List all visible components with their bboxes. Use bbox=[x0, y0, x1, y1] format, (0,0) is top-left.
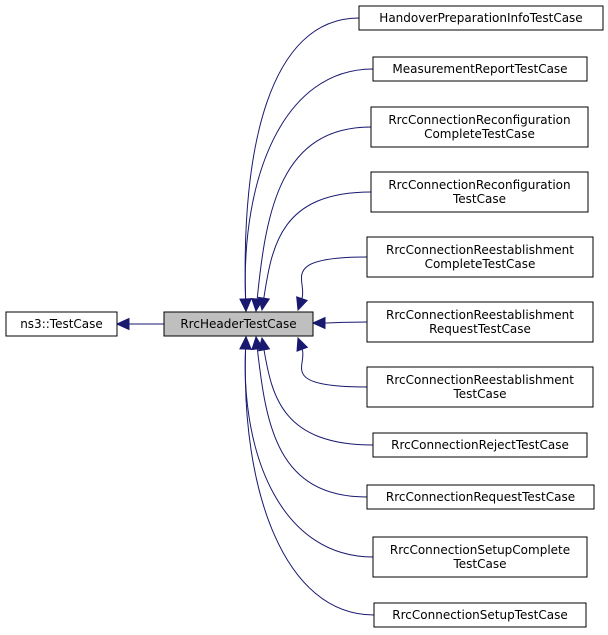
node-label-line: CompleteTestCase bbox=[425, 257, 536, 271]
node-label-line: RrcConnectionReconfiguration bbox=[388, 113, 570, 127]
edge-child-4 bbox=[300, 256, 368, 299]
node-child-10[interactable]: RrcConnectionSetupTestCase bbox=[373, 602, 587, 628]
node-box bbox=[373, 602, 587, 628]
node-label-line: TestCase bbox=[452, 192, 506, 206]
edge-child-10 bbox=[244, 348, 375, 616]
node-label-line: RrcConnectionRejectTestCase bbox=[391, 438, 569, 452]
edge-child-8 bbox=[256, 348, 368, 498]
node-label-line: RrcConnectionSetupTestCase bbox=[392, 608, 567, 622]
node-box bbox=[366, 301, 594, 343]
node-child-2[interactable]: RrcConnectionReconfigurationCompleteTest… bbox=[370, 106, 589, 148]
node-child-5[interactable]: RrcConnectionReestablishmentRequestTestC… bbox=[366, 301, 594, 343]
edge-child-5 bbox=[324, 321, 368, 324]
arrow-head-1 bbox=[239, 298, 252, 313]
edges bbox=[115, 17, 375, 616]
arrow-head-base bbox=[115, 317, 130, 331]
node-child-8[interactable]: RrcConnectionRequestTestCase bbox=[366, 484, 595, 510]
arrow-head-5 bbox=[311, 316, 326, 330]
arrow-head-6 bbox=[296, 336, 309, 352]
node-child-4[interactable]: RrcConnectionReestablishmentCompleteTest… bbox=[366, 236, 594, 278]
node-label-line: RrcConnectionReestablishment bbox=[386, 373, 574, 387]
node-child-7[interactable]: RrcConnectionRejectTestCase bbox=[372, 432, 588, 458]
node-label-line: RrcConnectionReestablishment bbox=[386, 243, 574, 257]
node-label-line: MeasurementReportTestCase bbox=[392, 62, 567, 76]
node-ns3-testcase[interactable]: ns3::TestCase bbox=[5, 311, 118, 337]
edge-child-1 bbox=[244, 68, 374, 300]
node-label: ns3::TestCase bbox=[20, 317, 103, 331]
node-label-line: HandoverPreparationInfoTestCase bbox=[379, 11, 582, 25]
node-box bbox=[366, 484, 595, 510]
node-label-line: RequestTestCase bbox=[429, 322, 531, 336]
node-box bbox=[372, 56, 588, 82]
node-box bbox=[370, 106, 589, 148]
node-child-0[interactable]: HandoverPreparationInfoTestCase bbox=[358, 5, 604, 31]
node-label-line: TestCase bbox=[453, 387, 507, 401]
edge-child-6 bbox=[301, 349, 368, 388]
node-label-line: RrcConnectionRequestTestCase bbox=[386, 490, 575, 504]
node-label: RrcHeaderTestCase bbox=[180, 317, 296, 331]
arrow-head-4 bbox=[296, 296, 308, 312]
node-label-line: CompleteTestCase bbox=[424, 127, 535, 141]
edge-child-2 bbox=[256, 126, 372, 300]
nodes: ns3::TestCase RrcHeaderTestCase Handover… bbox=[5, 5, 604, 628]
arrow-head-3 bbox=[257, 296, 271, 312]
node-rrcheadertestcase[interactable]: RrcHeaderTestCase bbox=[163, 311, 314, 337]
edge-child-3 bbox=[263, 191, 372, 299]
node-box bbox=[372, 432, 588, 458]
edge-child-7 bbox=[263, 349, 374, 446]
node-label-line: RrcConnectionReconfiguration bbox=[388, 178, 570, 192]
arrow-head-8 bbox=[251, 335, 264, 351]
node-label-line: TestCase bbox=[453, 557, 507, 571]
node-label-line: RrcConnectionReestablishment bbox=[386, 308, 574, 322]
edge-child-9 bbox=[244, 348, 374, 558]
node-box bbox=[372, 536, 588, 578]
node-box bbox=[366, 366, 594, 408]
node-box bbox=[358, 5, 604, 31]
arrow-head-10 bbox=[239, 335, 252, 350]
node-child-1[interactable]: MeasurementReportTestCase bbox=[372, 56, 588, 82]
edge-child-0 bbox=[244, 17, 360, 300]
node-box bbox=[366, 236, 594, 278]
node-box bbox=[370, 171, 589, 213]
node-label-line: RrcConnectionSetupComplete bbox=[390, 543, 570, 557]
